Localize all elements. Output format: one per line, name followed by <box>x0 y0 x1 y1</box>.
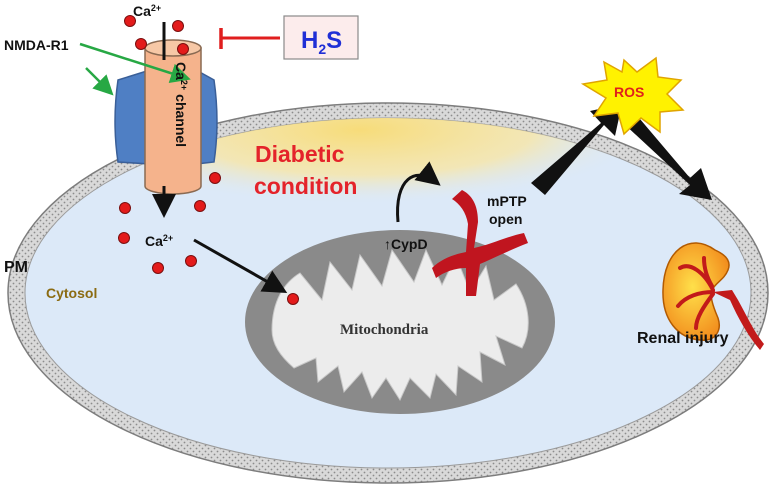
mptp-to-ros-arrow <box>531 104 622 195</box>
nmda-label: NMDA-R1 <box>4 37 69 53</box>
calcium-ion <box>172 20 184 32</box>
cypd-label: ↑CypD <box>384 236 428 252</box>
nmda-arrow-2 <box>85 67 114 96</box>
calcium-ion <box>119 202 131 214</box>
ros-to-kidney-arrow <box>622 112 712 200</box>
h2s-box <box>283 15 359 60</box>
calcium-ion <box>135 38 147 50</box>
h2s-label: H2S <box>301 27 342 57</box>
renal-injury-label: Renal injury <box>637 330 729 347</box>
pm-label: PM <box>4 259 28 276</box>
ca-to-mitochondria-arrow <box>193 238 288 293</box>
diabetic-label-line2: condition <box>254 173 357 199</box>
cypd-to-mptp-arrow <box>396 161 441 223</box>
mptp-label-line2: open <box>489 211 522 227</box>
calcium-ion <box>124 15 136 27</box>
mptp-label-line1: mPTP <box>487 193 527 209</box>
calcium-ion <box>209 172 221 184</box>
ros-label: ROS <box>614 84 644 100</box>
mptp-pore <box>432 190 528 296</box>
mitochondria-label: Mitochondria <box>340 322 429 338</box>
burst-icon <box>580 56 685 136</box>
ca-cytosol-label: Ca2+ <box>145 233 173 249</box>
calcium-ion <box>152 262 164 274</box>
calcium-ion <box>287 293 299 305</box>
calcium-ion <box>194 200 206 212</box>
diabetic-label-line1: Diabetic <box>255 141 345 167</box>
diabetic-glow <box>70 118 650 205</box>
cytosol-label: Cytosol <box>46 285 97 301</box>
calcium-ions <box>118 15 299 305</box>
channel-label: Ca2+channel <box>173 62 189 147</box>
calcium-ion <box>185 255 197 267</box>
calcium-channel <box>144 47 202 195</box>
kidney-icon <box>662 242 764 350</box>
ca-top-label: Ca2+ <box>133 3 161 19</box>
calcium-ion <box>177 43 189 55</box>
calcium-ion <box>118 232 130 244</box>
nmda-arrow-1 <box>79 42 191 83</box>
calcium-channel-top <box>144 39 202 57</box>
mitochondria-inner <box>271 248 529 402</box>
